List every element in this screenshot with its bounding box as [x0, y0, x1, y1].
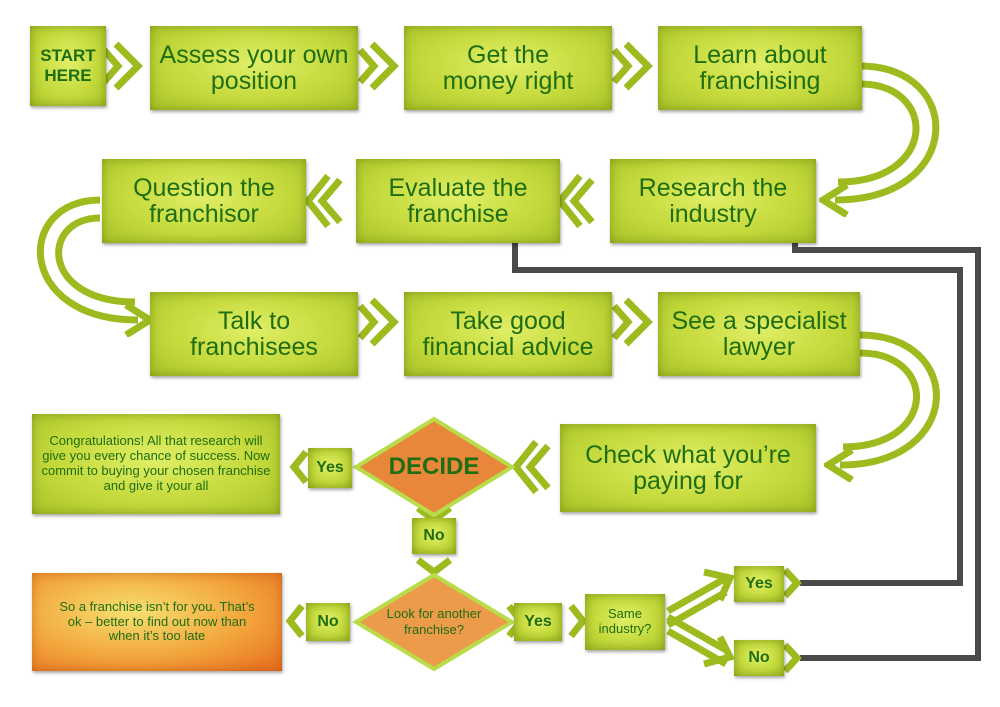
yes-tag-decide-label: Yes	[316, 458, 344, 476]
step-question: Question the franchisor	[102, 159, 306, 243]
yes-tag-decide: Yes	[308, 448, 352, 488]
arrow-evaluate-question	[303, 173, 343, 229]
split-to-yes-head	[703, 568, 735, 602]
yes-tag-another-label: Yes	[524, 612, 552, 630]
step-advice: Take good financial advice	[404, 292, 612, 376]
look-another-label: Look for another franchise?	[386, 606, 482, 637]
arrow-advice-lawyer	[611, 297, 653, 347]
same-industry-text: Same industry?	[598, 606, 652, 636]
uturn-lawyer-check	[840, 331, 940, 465]
arrow-research-evaluate	[555, 173, 595, 229]
uturn-question-talk-inner	[55, 214, 136, 306]
step-check: Check what you’re paying for	[560, 424, 816, 512]
step-learn-label: Learn about franchising	[693, 40, 827, 95]
arrow-money-learn	[611, 41, 653, 91]
step-advice-label: Take good financial advice	[422, 306, 594, 361]
arrow-talk-advice	[357, 297, 399, 347]
step-evaluate: Evaluate the franchise	[356, 159, 560, 243]
uturn-learn-research-inner	[837, 80, 920, 186]
step-lawyer: See a specialist lawyer	[658, 292, 860, 376]
arrow-another-no	[285, 603, 305, 639]
step-assess-label: Assess your own position	[159, 40, 349, 95]
yes-tag-same-label: Yes	[745, 574, 773, 592]
split-arrows	[666, 568, 736, 668]
step-money: Get the money right	[404, 26, 612, 110]
split-to-no	[666, 613, 728, 654]
same-industry-box: Same industry?	[585, 594, 665, 650]
decide-label: DECIDE	[388, 453, 480, 480]
uturn-question-talk	[36, 196, 138, 320]
no-tag-same: No	[734, 640, 784, 676]
success-box: Congratulations! All that research will …	[32, 414, 280, 514]
arrow-start-assess	[101, 41, 143, 91]
no-tag-same-label: No	[748, 648, 770, 666]
start-box: START HERE	[30, 26, 106, 106]
u-turn-arrows	[36, 62, 940, 465]
arrow-assess-money	[357, 41, 399, 91]
no-tag-another: No	[306, 603, 350, 641]
step-check-label: Check what you’re paying for	[585, 440, 791, 495]
step-assess: Assess your own position	[150, 26, 358, 110]
step-research-label: Research the industry	[638, 173, 788, 228]
decide-diamond	[352, 416, 516, 518]
step-money-label: Get the money right	[442, 40, 574, 95]
success-text: Congratulations! All that research will …	[41, 433, 271, 493]
step-evaluate-label: Evaluate the franchise	[388, 173, 528, 228]
step-talk: Talk to franchisees	[150, 292, 358, 376]
no-tag-another-label: No	[317, 612, 339, 630]
arrow-yes-same	[568, 603, 588, 639]
start-label: START HERE	[40, 45, 96, 85]
arrow-no-another	[415, 557, 453, 577]
not-for-you-text: So a franchise isn’t for you. That’s ok …	[59, 598, 255, 644]
step-learn: Learn about franchising	[658, 26, 862, 110]
look-another-diamond	[352, 572, 516, 672]
uturn-learn-research	[835, 62, 940, 200]
uturn-lawyer-check-inner	[842, 349, 921, 451]
step-research: Research the industry	[610, 159, 816, 243]
arrow-decide-yes	[289, 449, 309, 485]
step-question-label: Question the franchisor	[133, 173, 275, 228]
yes-tag-another: Yes	[514, 603, 562, 641]
split-to-yes	[666, 574, 728, 615]
split-to-no-head	[703, 635, 736, 668]
arrow-no-loop	[782, 642, 802, 674]
step-talk-label: Talk to franchisees	[190, 306, 318, 361]
loop-line-no	[795, 233, 981, 661]
arrow-yes-loop	[782, 567, 802, 599]
yes-tag-same: Yes	[734, 566, 784, 602]
loop-line-yes	[515, 233, 963, 586]
no-tag-decide-label: No	[423, 526, 445, 544]
not-for-you-box: So a franchise isn’t for you. That’s ok …	[32, 573, 282, 671]
step-lawyer-label: See a specialist lawyer	[671, 306, 847, 361]
arrow-check-decide	[511, 439, 551, 495]
no-tag-decide: No	[412, 518, 456, 554]
